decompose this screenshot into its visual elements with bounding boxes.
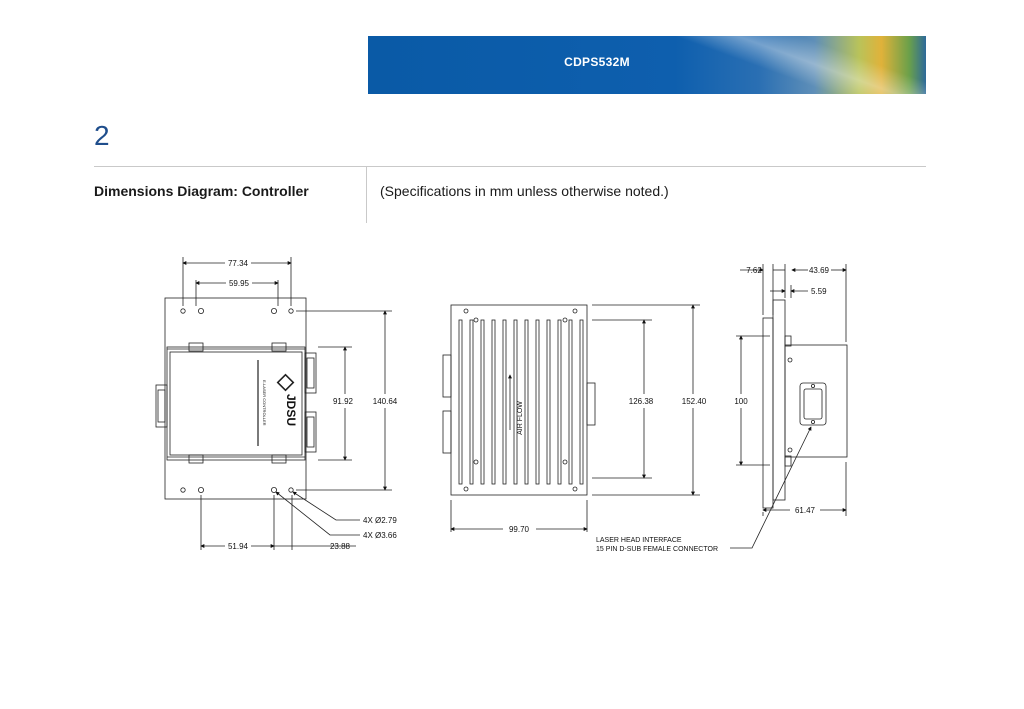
front-right-connector-top — [304, 352, 317, 394]
dim-51-94: 51.94 — [228, 542, 249, 551]
dim-59-95: 59.95 — [229, 279, 250, 288]
divider-rule — [94, 166, 926, 167]
dim-77-34: 77.34 — [228, 259, 249, 268]
vertical-divider — [366, 167, 367, 223]
front-hole-small — [288, 487, 294, 493]
jdsu-logo-icon — [276, 373, 295, 392]
section-note: (Specifications in mm unless otherwise n… — [380, 183, 669, 199]
dim-91-92: 91.92 — [333, 397, 354, 406]
front-hole-small — [180, 308, 186, 314]
top-left-connector — [442, 354, 452, 398]
hole-small-note: 4X Ø2.79 — [363, 516, 397, 525]
dim-152-40: 152.40 — [682, 397, 707, 406]
front-controller-face — [169, 351, 303, 456]
product-label: E-LASER CONTROLLER — [262, 380, 267, 426]
dsub-connector-icon — [799, 382, 827, 426]
side-heatsink — [772, 299, 786, 501]
front-right-connector-bottom — [304, 411, 317, 453]
airflow-label: AIR FLOW — [517, 401, 524, 435]
dim-23-88: 23.88 — [330, 542, 351, 551]
callout-line-2: 15 PIN D-SUB FEMALE CONNECTOR — [596, 546, 718, 553]
page-number: 2 — [94, 120, 110, 151]
dim-140-64: 140.64 — [373, 397, 398, 406]
heatsink-fins — [458, 319, 584, 485]
dim-43-69: 43.69 — [809, 266, 830, 275]
product-name: CDPS532M — [564, 55, 630, 69]
section-title: Dimensions Diagram: Controller — [94, 183, 309, 199]
front-hole-large — [270, 307, 277, 314]
front-hole-small — [288, 308, 294, 314]
dim-100: 100 — [734, 397, 748, 406]
front-hole-large — [270, 486, 277, 493]
top-view — [442, 304, 700, 532]
front-left-connector — [155, 384, 168, 428]
side-view — [730, 264, 848, 549]
top-right-connector — [586, 382, 596, 426]
heatsink-outline — [450, 304, 588, 496]
side-body — [784, 344, 848, 458]
side-flange — [762, 317, 774, 509]
header-banner: CDPS532M — [368, 36, 926, 94]
brand-label: JDSU — [284, 394, 298, 426]
front-hole-large — [197, 307, 204, 314]
dim-5-59: 5.59 — [811, 287, 827, 296]
dim-99-70: 99.70 — [509, 525, 530, 534]
dim-61-47: 61.47 — [795, 506, 816, 515]
front-hole-small — [180, 487, 186, 493]
front-hole-large — [197, 486, 204, 493]
front-view — [155, 257, 392, 550]
dim-126-38: 126.38 — [629, 397, 654, 406]
callout-line-1: LASER HEAD INTERFACE — [596, 537, 682, 544]
dim-7-62: 7.62 — [746, 266, 762, 275]
hole-large-note: 4X Ø3.66 — [363, 531, 397, 540]
